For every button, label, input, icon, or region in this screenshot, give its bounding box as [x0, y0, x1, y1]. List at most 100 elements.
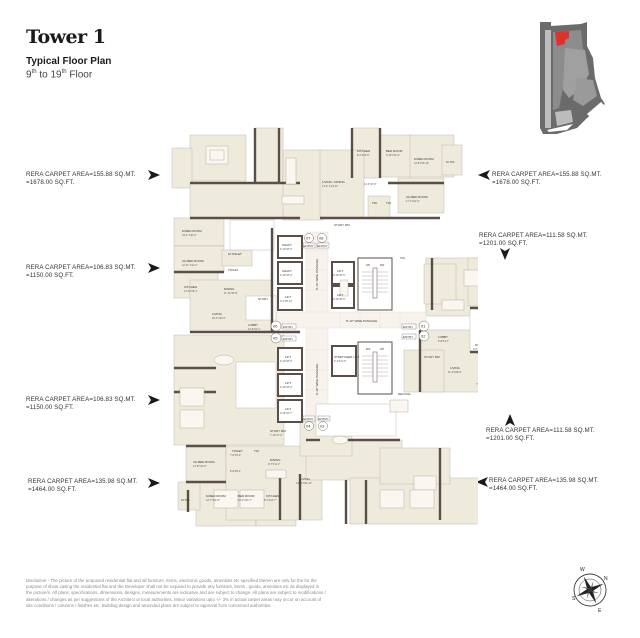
svg-text:SHAFT: SHAFT	[282, 269, 292, 273]
walls	[174, 128, 478, 524]
svg-text:TOI.: TOI.	[400, 256, 406, 260]
tower-title: Tower 1	[26, 26, 106, 48]
arrow-right-icon	[148, 263, 160, 273]
svg-text:8'-2"X13'-7": 8'-2"X13'-7"	[264, 499, 277, 502]
svg-text:17'-1"X12'-4": 17'-1"X12'-4"	[406, 200, 420, 203]
corridor-grid	[306, 249, 401, 391]
svg-text:M.BED ROOM: M.BED ROOM	[414, 157, 434, 161]
svg-text:12'-6"X4'-1": 12'-6"X4'-1"	[248, 328, 261, 331]
svg-text:8'-8"X4'-7": 8'-8"X4'-7"	[438, 340, 449, 343]
svg-text:12'-11" X11'-3": 12'-11" X11'-3"	[182, 264, 198, 267]
svg-text:08: 08	[319, 236, 324, 241]
svg-text:20'-1"X10'-5": 20'-1"X10'-5"	[212, 317, 226, 320]
svg-text:14'-3"X6'-8": 14'-3"X6'-8"	[364, 183, 377, 186]
svg-text:KITCHEN: KITCHEN	[184, 285, 197, 289]
svg-text:9'-4"X12'-0": 9'-4"X12'-0"	[473, 348, 478, 351]
svg-text:10'-2"X13'-7": 10'-2"X13'-7"	[238, 499, 252, 502]
svg-text:06: 06	[273, 324, 278, 329]
svg-text:8'-10" WIDE PASSAGE: 8'-10" WIDE PASSAGE	[315, 259, 319, 290]
svg-text:11'-6"X20'-9": 11'-6"X20'-9"	[448, 371, 462, 374]
svg-text:S: S	[572, 596, 576, 602]
svg-text:BED ROOM: BED ROOM	[386, 149, 403, 153]
svg-text:LIVING: LIVING	[212, 312, 223, 316]
svg-text:TOI.: TOI.	[372, 201, 378, 205]
entry-03: ENTRY 03	[317, 415, 331, 431]
svg-text:7'-10"X7'-2": 7'-10"X7'-2"	[270, 434, 283, 437]
svg-text:07: 07	[306, 236, 311, 241]
svg-text:8'-0"X10'-8": 8'-0"X10'-8"	[357, 154, 370, 157]
svg-text:STUDY: STUDY	[258, 297, 268, 301]
floor-plan: KITCHEN 8'-0"X10'-8" BED ROOM 9'-10"X12'…	[171, 127, 478, 527]
svg-text:LOBBY: LOBBY	[248, 323, 258, 327]
svg-text:ENTRY: ENTRY	[283, 325, 293, 329]
svg-text:9'-10"X8'-6": 9'-10"X8'-6"	[333, 298, 346, 301]
svg-text:TOI.: TOI.	[386, 201, 392, 205]
svg-text:ENTRY: ENTRY	[403, 325, 413, 329]
area-callout-bottom-right: RERA CARPET AREA=135.98 SQ.MT.=1464.00 S…	[489, 477, 599, 492]
svg-text:TOILET: TOILET	[228, 268, 239, 272]
svg-text:LIVING / DINING: LIVING / DINING	[322, 180, 346, 184]
svg-text:E: E	[598, 608, 602, 614]
svg-text:9'-10"X12'-2": 9'-10"X12'-2"	[386, 154, 400, 157]
svg-text:LIFT: LIFT	[285, 295, 291, 299]
svg-text:9'-10"X8'-6": 9'-10"X8'-6"	[280, 248, 293, 251]
area-callout-mid-left-upper: RERA CARPET AREA=106.83 SQ.MT.=1150.00 S…	[26, 264, 136, 279]
furniture	[179, 145, 478, 509]
svg-text:8'-10" WIDE PASSAGE: 8'-10" WIDE PASSAGE	[315, 364, 319, 395]
area-callout-mid-left-lower: RERA CARPET AREA=106.83 SQ.MT.=1150.00 S…	[26, 396, 136, 411]
entry-06: 06 ENTRY	[270, 320, 297, 332]
svg-text:ENTRY: ENTRY	[403, 335, 413, 339]
entry-markers: ENTRY 01 ENTRY 02 ENTRY 03 ENTRY 04 05 E…	[270, 233, 430, 431]
svg-text:W: W	[580, 567, 585, 573]
svg-text:M.TOI.: M.TOI.	[446, 160, 455, 164]
svg-text:01: 01	[421, 324, 426, 329]
svg-text:M.BED ROOM: M.BED ROOM	[182, 229, 202, 233]
svg-text:7'-10"X14'-9": 7'-10"X14'-9"	[476, 383, 478, 386]
svg-text:DINING: DINING	[270, 458, 281, 462]
svg-text:STUDY RM: STUDY RM	[270, 429, 286, 433]
compass-rose-icon: N S E W	[572, 567, 608, 614]
svg-text:LIFT: LIFT	[285, 381, 291, 385]
room-labels: KITCHEN 8'-0"X10'-8" BED ROOM 9'-10"X12'…	[181, 149, 478, 502]
arrow-right-icon	[148, 478, 160, 488]
svg-text:03: 03	[320, 424, 325, 429]
entry-07: 07 ENTRY	[302, 233, 316, 249]
svg-text:STUDY RM: STUDY RM	[424, 355, 440, 359]
svg-text:UP: UP	[366, 263, 370, 267]
svg-text:CH.BED ROOM: CH.BED ROOM	[406, 195, 428, 199]
svg-text:9'-7"X11'-2": 9'-7"X11'-2"	[268, 463, 280, 466]
svg-text:STRETCHER LIFT: STRETCHER LIFT	[334, 355, 360, 359]
arrow-right-icon	[148, 170, 160, 180]
svg-text:13'-0" X 24'-11": 13'-0" X 24'-11"	[322, 185, 338, 188]
svg-text:7'-8"X5'-4": 7'-8"X5'-4"	[230, 454, 241, 457]
svg-text:9'-10"X8'-6": 9'-10"X8'-6"	[280, 274, 293, 277]
svg-text:LIVING: LIVING	[450, 366, 461, 370]
svg-text:LOBBY: LOBBY	[438, 335, 448, 339]
svg-text:KITCHEN: KITCHEN	[266, 494, 279, 498]
svg-text:ENTRY: ENTRY	[283, 337, 293, 341]
svg-text:BED ROOM: BED ROOM	[238, 494, 255, 498]
entry-08: 08 ENTRY	[316, 233, 330, 249]
area-callout-top-left: RERA CARPET AREA=155.88 SQ.MT.=1678.00 S…	[26, 171, 136, 186]
arrow-left-icon	[478, 170, 490, 180]
svg-text:16'-3" X10'-0": 16'-3" X10'-0"	[182, 234, 197, 237]
arrow-up-icon	[505, 414, 515, 426]
svg-text:12'-7"X14'-8": 12'-7"X14'-8"	[206, 499, 220, 502]
svg-text:LIFT: LIFT	[337, 269, 343, 273]
svg-text:02: 02	[421, 334, 426, 339]
area-callout-mid-right-upper: RERA CARPET AREA=111.58 SQ.MT.=1201.00 S…	[479, 232, 588, 247]
svg-text:LIFT: LIFT	[337, 293, 343, 297]
svg-text:11'-11"X8'-8": 11'-11"X8'-8"	[224, 292, 238, 295]
svg-text:LIVING: LIVING	[300, 477, 311, 481]
svg-text:DINING: DINING	[224, 287, 235, 291]
svg-text:9'-4"X11'-5": 9'-4"X11'-5"	[334, 360, 346, 363]
svg-text:ENTRY: ENTRY	[304, 417, 314, 421]
svg-text:9'-10"X8'-6": 9'-10"X8'-6"	[333, 274, 346, 277]
svg-text:04: 04	[306, 424, 311, 429]
area-callout-bottom-left: RERA CARPET AREA=135.98 SQ.MT.=1464.00 S…	[28, 478, 138, 493]
svg-text:DN: DN	[380, 263, 384, 267]
svg-text:9'-10"X8'-6": 9'-10"X8'-6"	[280, 360, 293, 363]
svg-text:TOI.: TOI.	[254, 449, 260, 453]
arrow-down-icon	[500, 248, 510, 260]
entry-05: 05 ENTRY	[270, 332, 297, 344]
